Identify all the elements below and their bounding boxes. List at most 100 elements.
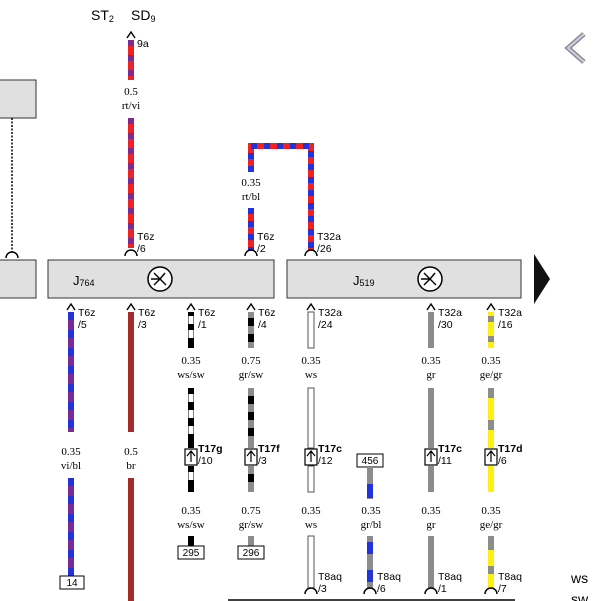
- svg-text:/6: /6: [377, 583, 386, 595]
- wire-gr: [428, 312, 434, 588]
- svg-text:/3: /3: [318, 583, 327, 595]
- fuse-pin-label: 9a: [137, 38, 149, 50]
- wire-color: ws: [305, 369, 317, 381]
- svg-text:T8aq: T8aq: [377, 571, 401, 583]
- inline-connector-t17c-12: T17c /12: [304, 443, 342, 467]
- control-unit-icon: [417, 266, 443, 292]
- wire-rt-bl-loop: [248, 143, 314, 250]
- left-socket: [5, 251, 19, 259]
- wire-size: 0.35: [181, 505, 201, 517]
- st2-label: ST2: [91, 7, 114, 24]
- wire-color: gr/sw: [239, 369, 264, 381]
- svg-text:T8aq: T8aq: [498, 571, 522, 583]
- socket-j764-2: [244, 249, 258, 257]
- wire-size: 0.5: [124, 86, 138, 98]
- legend-sw: sw: [571, 591, 589, 601]
- chevron-left-icon[interactable]: [564, 32, 586, 64]
- svg-text:/30: /30: [438, 319, 453, 331]
- connector-plug: T6z: [257, 231, 275, 243]
- svg-text:/24: /24: [318, 319, 333, 331]
- terminal-14-label: 14: [66, 578, 78, 589]
- wire-size: 0.35: [181, 355, 201, 367]
- wire-color: gr/sw: [239, 519, 264, 531]
- terminal-296-label: 296: [243, 548, 260, 559]
- wire-color: ws: [305, 519, 317, 531]
- svg-text:/16: /16: [498, 319, 513, 331]
- svg-text:/3: /3: [138, 319, 147, 331]
- wire-size: 0.75: [241, 355, 261, 367]
- bottom-connector-7: T32a /16: [486, 302, 522, 331]
- terminal-14: [59, 575, 85, 590]
- fuse-pin-arrow: [126, 30, 136, 39]
- wire-size: 0.35: [481, 355, 501, 367]
- svg-text:T17c: T17c: [438, 443, 462, 455]
- connector-plug: T32a: [317, 231, 341, 243]
- connector-pin: /6: [137, 243, 146, 255]
- inline-connector-t17g: T17g /10: [184, 443, 223, 467]
- component-j519: [286, 259, 522, 299]
- sd9-label: SD9: [131, 7, 155, 24]
- svg-text:T8aq: T8aq: [438, 571, 462, 583]
- wire-gr-bl: [367, 467, 373, 588]
- wire-color: rt/bl: [242, 191, 260, 203]
- svg-text:/7: /7: [498, 583, 507, 595]
- triangle-right-icon[interactable]: [534, 254, 550, 304]
- svg-text:/10: /10: [198, 455, 213, 467]
- wire-size: 0.35: [421, 355, 441, 367]
- legend-ws: ws: [570, 570, 588, 586]
- wire-color: ws/sw: [177, 519, 205, 531]
- bottom-connector-5: T32a /24: [306, 302, 342, 331]
- socket-j764-6: [124, 249, 138, 257]
- terminal-296: [237, 545, 265, 560]
- control-unit-icon: [147, 266, 173, 292]
- bottom-connector-6: T32a /30: [426, 302, 462, 331]
- svg-text:T8aq: T8aq: [318, 571, 342, 583]
- svg-text:/6: /6: [498, 455, 507, 467]
- wire-size: 0.35: [421, 505, 441, 517]
- wire-size: 0.35: [301, 355, 321, 367]
- wire-ge-gr: [488, 312, 494, 588]
- component-j519-label: J519: [353, 273, 375, 288]
- svg-text:/5: /5: [78, 319, 87, 331]
- wire-size: 0.75: [241, 505, 261, 517]
- bottom-connector-3: T6z /1: [186, 302, 216, 331]
- svg-text:/1: /1: [438, 583, 447, 595]
- svg-text:T6z: T6z: [78, 307, 96, 319]
- terminal-295-label: 295: [183, 548, 200, 559]
- bottom-connector-4: T6z /4: [246, 302, 276, 331]
- svg-text:/3: /3: [258, 455, 267, 467]
- inline-connector-t17d: T17d /6: [484, 443, 523, 467]
- wire-size: 0.35: [481, 505, 501, 517]
- wire-ws-sw: [188, 312, 194, 546]
- terminal-456-label: 456: [362, 456, 379, 467]
- svg-text:T17c: T17c: [318, 443, 342, 455]
- svg-text:T17g: T17g: [198, 443, 223, 455]
- svg-text:T32a: T32a: [438, 307, 462, 319]
- lower-connector-1: T8aq /3: [304, 571, 342, 595]
- wire-size: 0.5: [124, 446, 138, 458]
- component-j764-label: J764: [73, 273, 95, 288]
- svg-text:T17d: T17d: [498, 443, 523, 455]
- wire-size: 0.35: [301, 505, 321, 517]
- bottom-connector-1: T6z /5: [66, 302, 96, 331]
- wire-size: 0.35: [61, 446, 81, 458]
- bottom-connector-2: T6z /3: [126, 302, 156, 331]
- lower-connector-3: T8aq /1: [424, 571, 462, 595]
- wire-color: ws/sw: [177, 369, 205, 381]
- svg-text:/1: /1: [198, 319, 207, 331]
- connector-pin: /26: [317, 243, 332, 255]
- wire-color: ge/gr: [480, 369, 503, 381]
- left-component-box: [0, 79, 37, 119]
- inline-connector-t17c-11: T17c /11: [424, 443, 462, 467]
- left-component-edge: [0, 259, 37, 299]
- wire-color: gr/bl: [361, 519, 382, 531]
- svg-text:T32a: T32a: [318, 307, 342, 319]
- connector-pin: /2: [257, 243, 266, 255]
- inline-connector-t17f: T17f /3: [244, 443, 280, 467]
- lower-connector-2: T8aq /6: [363, 571, 401, 595]
- wire-color: vi/bl: [61, 460, 81, 472]
- wire-color: ge/gr: [480, 519, 503, 531]
- svg-text:T6z: T6z: [138, 307, 156, 319]
- svg-text:T32a: T32a: [498, 307, 522, 319]
- svg-text:T17f: T17f: [258, 443, 280, 455]
